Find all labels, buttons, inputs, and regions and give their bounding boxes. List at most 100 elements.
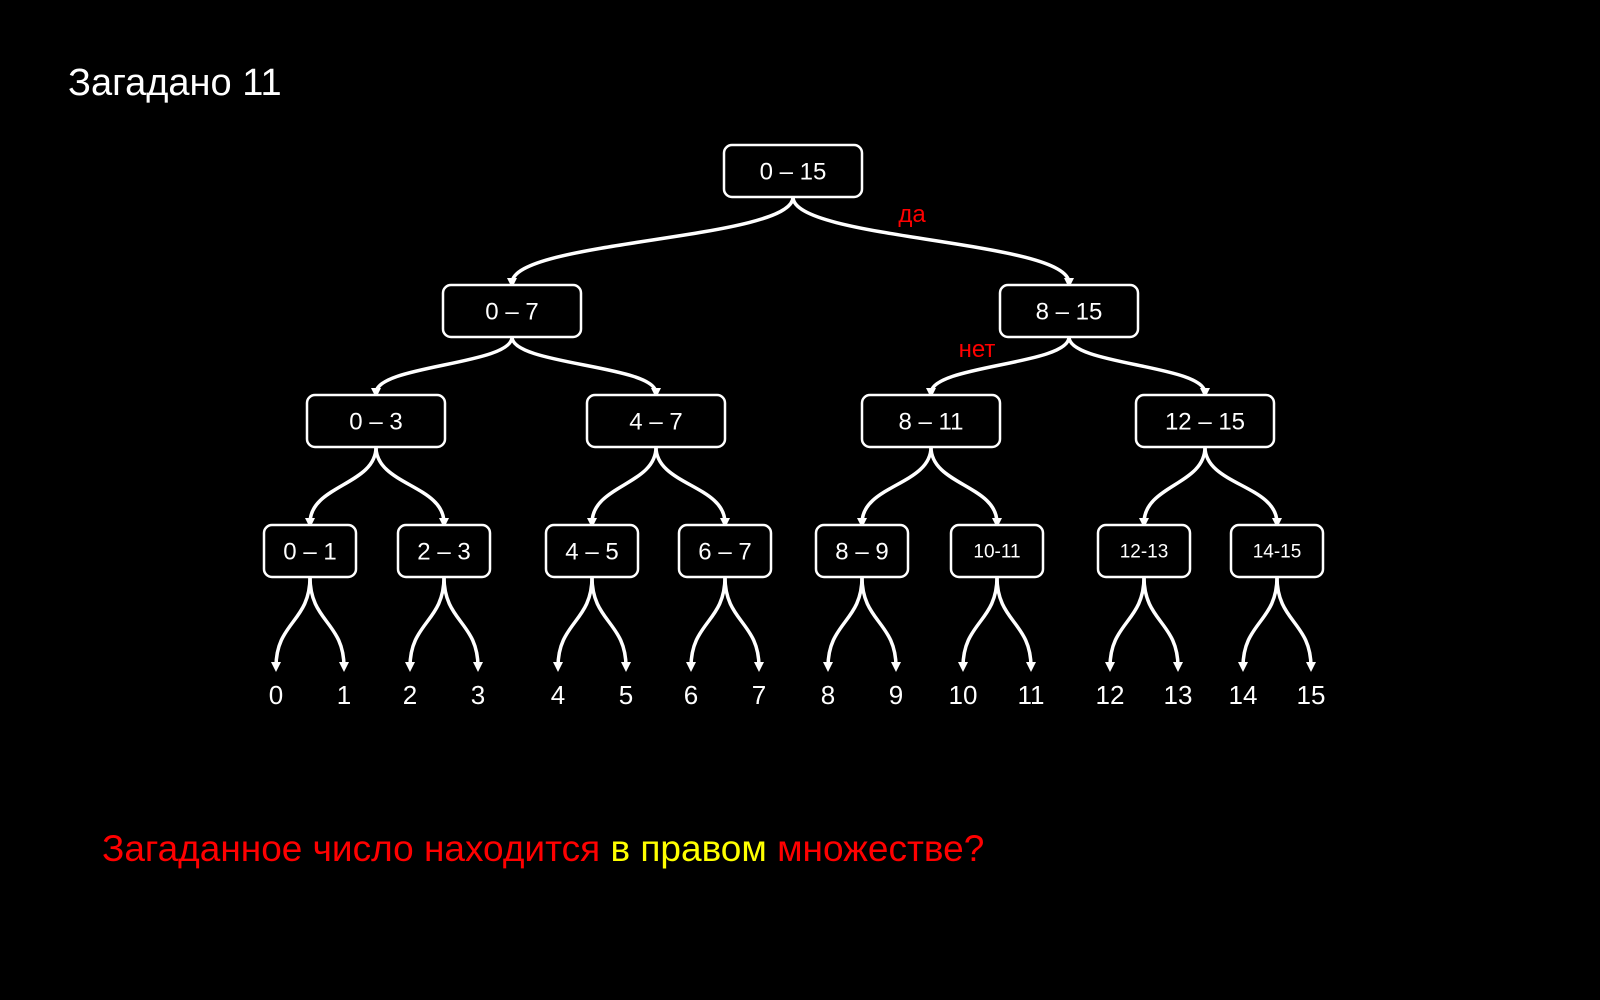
edge-leaf-3 [442, 576, 483, 672]
tree-node: 10-11 [949, 523, 1045, 579]
leaf-value: 12 [1096, 680, 1125, 710]
edge-level1-0-left [371, 336, 514, 398]
tree-node-label: 4 – 7 [629, 408, 682, 435]
tree-node-label: 8 – 15 [1036, 298, 1103, 325]
leaf-value: 5 [619, 680, 633, 710]
tree-node-box [1134, 393, 1276, 449]
edge-level2-1-left [587, 446, 658, 528]
tree-node-label: 8 – 11 [899, 408, 964, 435]
edge-leaf-9 [860, 576, 901, 672]
leaf-value: 0 [269, 680, 283, 710]
edge-level2-2-right [929, 446, 1002, 528]
edge-labels: да нет [898, 201, 995, 363]
question-part-1: Загаданное число находится [102, 828, 611, 869]
leaf-value: 6 [684, 680, 698, 710]
tree-node: 4 – 7 [585, 393, 727, 449]
leaf-value: 14 [1229, 680, 1258, 710]
tree-node-label: 12-13 [1120, 542, 1169, 563]
tree-node: 0 – 3 [305, 393, 447, 449]
tree-node-box [677, 523, 773, 579]
tree-node: 14-15 [1229, 523, 1325, 579]
leaf-value: 8 [821, 680, 835, 710]
tree-node-box [814, 523, 910, 579]
tree-node: 8 – 9 [814, 523, 910, 579]
leaf-value: 1 [337, 680, 351, 710]
tree-node: 8 – 11 [860, 393, 1002, 449]
tree-node-label: 14-15 [1253, 542, 1302, 563]
tree-node-label: 4 – 5 [565, 538, 618, 565]
tree-edges [271, 196, 1316, 672]
leaf-value: 13 [1164, 680, 1193, 710]
leaf-value: 10 [949, 680, 978, 710]
tree-node: 0 – 1 [262, 523, 358, 579]
tree-node: 6 – 7 [677, 523, 773, 579]
edge-level2-0-left [305, 446, 378, 528]
edge-level1-0-right [510, 336, 661, 398]
slide-title: Загадано 11 [68, 62, 282, 104]
edge-label-no: нет [959, 336, 996, 363]
tree-node-box [722, 143, 864, 199]
tree-node-label: 0 – 3 [349, 408, 402, 435]
tree-node-box [1096, 523, 1192, 579]
leaf-value: 3 [471, 680, 485, 710]
tree-node-box [305, 393, 447, 449]
edge-label-yes: да [898, 201, 926, 228]
question-part-3: множестве? [766, 828, 985, 869]
leaf-value: 9 [889, 680, 903, 710]
edge-leaf-10 [958, 576, 999, 672]
tree-node-box [585, 393, 727, 449]
edge-level2-3-left [1139, 446, 1207, 528]
edge-level2-3-right [1203, 446, 1282, 528]
leaf-value: 4 [551, 680, 565, 710]
edge-leaf-2 [405, 576, 446, 672]
edge-leaf-15 [1275, 576, 1316, 672]
edge-level2-2-left [857, 446, 933, 528]
leaf-value: 11 [1018, 680, 1045, 710]
leaf-value: 15 [1297, 680, 1326, 710]
edge-leaf-1 [308, 576, 349, 672]
tree-node-label: 0 – 1 [283, 538, 336, 565]
edge-level2-1-right [654, 446, 730, 528]
tree-node: 0 – 7 [441, 283, 583, 339]
tree-node-box [860, 393, 1002, 449]
tree-node: 12-13 [1096, 523, 1192, 579]
edge-leaf-6 [686, 576, 727, 672]
tree-node-label: 0 – 15 [760, 158, 827, 185]
question-part-highlight: в правом [610, 828, 767, 869]
edge-leaf-12 [1105, 576, 1146, 672]
tree-node-label: 12 – 15 [1165, 408, 1245, 435]
tree-node-label: 2 – 3 [417, 538, 470, 565]
tree-node-label: 8 – 9 [835, 538, 888, 565]
edge-leaf-7 [723, 576, 764, 672]
edge-leaf-14 [1238, 576, 1279, 672]
tree-node: 0 – 15 [722, 143, 864, 199]
leaf-value: 2 [403, 680, 417, 710]
tree-node-box [262, 523, 358, 579]
edge-root-0-left [507, 196, 795, 288]
edge-level2-0-right [374, 446, 449, 528]
tree-node-box [998, 283, 1140, 339]
edge-level1-1-left [926, 336, 1071, 398]
tree-node-label: 6 – 7 [698, 538, 751, 565]
edge-leaf-8 [823, 576, 864, 672]
tree-node-box [949, 523, 1045, 579]
tree-node-label: 10-11 [973, 542, 1020, 563]
edge-leaf-4 [553, 576, 594, 672]
tree-node: 12 – 15 [1134, 393, 1276, 449]
leaf-value: 7 [752, 680, 766, 710]
edge-level1-1-right [1067, 336, 1210, 398]
tree-nodes: 0 – 15 0 – 7 8 – 15 0 – 3 4 – 7 8 – 11 12 – 15… [262, 143, 1325, 579]
tree-node-box [441, 283, 583, 339]
tree-node: 8 – 15 [998, 283, 1140, 339]
tree-node: 2 – 3 [396, 523, 492, 579]
edge-leaf-11 [995, 576, 1036, 672]
edge-leaf-0 [271, 576, 312, 672]
tree-node-label: 0 – 7 [485, 298, 538, 325]
tree-node-box [1229, 523, 1325, 579]
tree-node: 4 – 5 [544, 523, 640, 579]
edge-root-0-right [791, 196, 1074, 288]
edge-leaf-5 [590, 576, 631, 672]
